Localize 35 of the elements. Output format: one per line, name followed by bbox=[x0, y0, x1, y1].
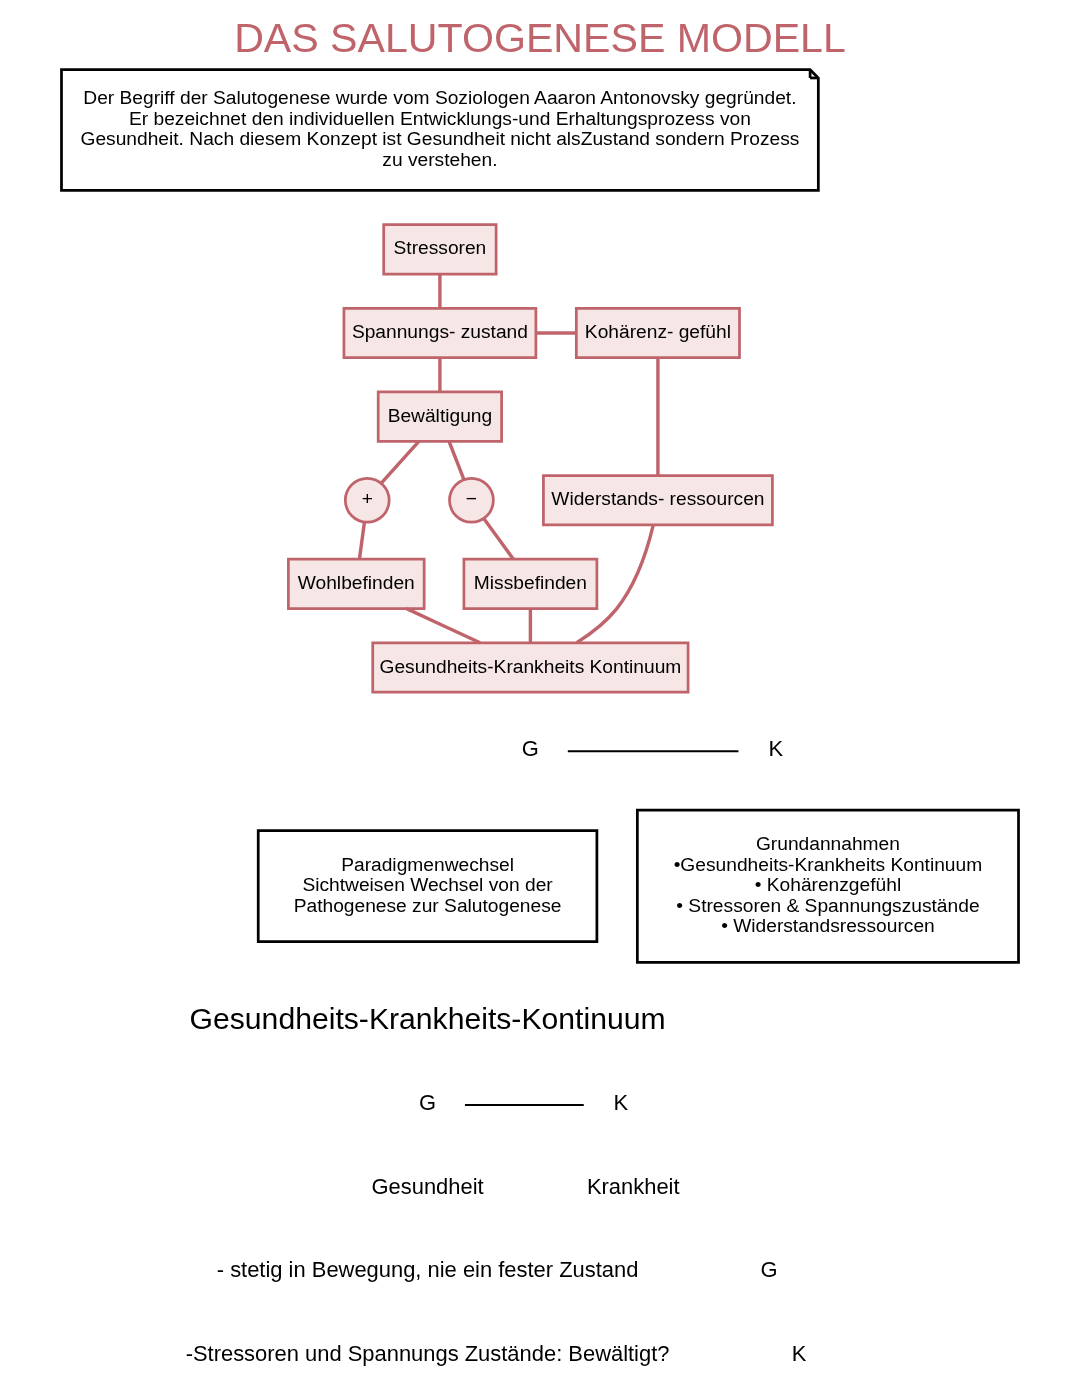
connector bbox=[380, 440, 421, 485]
label: Krankheit bbox=[586, 1173, 680, 1199]
connector bbox=[405, 607, 481, 645]
node-box: Kohärenz- gefühl bbox=[574, 306, 741, 359]
node-circle: − bbox=[448, 476, 495, 524]
connector bbox=[438, 357, 442, 392]
node-box: Paradigmenwechsel Sichtweisen Wechsel von der Pathogenese zur Salutogenese bbox=[256, 829, 599, 944]
label: K bbox=[768, 736, 784, 762]
node-box: Spannungs- zustand bbox=[342, 306, 538, 359]
connector bbox=[656, 357, 660, 476]
label: G bbox=[521, 736, 539, 762]
connector bbox=[357, 521, 367, 560]
node-box: Gesundheits-Krankheits Kontinuum bbox=[371, 641, 690, 694]
label: G bbox=[419, 1090, 437, 1116]
label: - stetig in Bewegung, nie ein fester Zustand bbox=[216, 1257, 639, 1283]
connector bbox=[482, 517, 515, 560]
connector bbox=[447, 440, 466, 481]
label: K bbox=[613, 1090, 629, 1116]
label: G bbox=[760, 1257, 778, 1283]
node-box: Grundannahmen •Gesundheits-Krankheits Kontinuum • Kohärenzgefühl • Stressoren & Spannungszustände • Widerstandsressourcen bbox=[636, 808, 1020, 964]
node-circle: + bbox=[343, 476, 391, 524]
diagram-title: DAS SALUTOGENESE MODELL bbox=[234, 14, 846, 61]
node-box: Stressoren bbox=[382, 223, 498, 276]
label: -Stressoren und Spannungs Zustände: Bewältigt? bbox=[185, 1341, 670, 1367]
connector bbox=[575, 524, 655, 645]
node-box: Widerstands- ressourcen bbox=[542, 474, 774, 527]
label: K bbox=[791, 1341, 807, 1367]
node-box: Wohlbefinden bbox=[287, 557, 426, 610]
label: Gesundheits-Krankheits-Kontinuum bbox=[189, 1001, 666, 1035]
connector bbox=[536, 331, 577, 335]
node-box: Missbefinden bbox=[462, 557, 599, 610]
connector bbox=[438, 274, 442, 308]
node-box: Bewältigung bbox=[376, 390, 503, 443]
connector bbox=[528, 608, 533, 643]
label: Gesundheit bbox=[371, 1173, 484, 1199]
